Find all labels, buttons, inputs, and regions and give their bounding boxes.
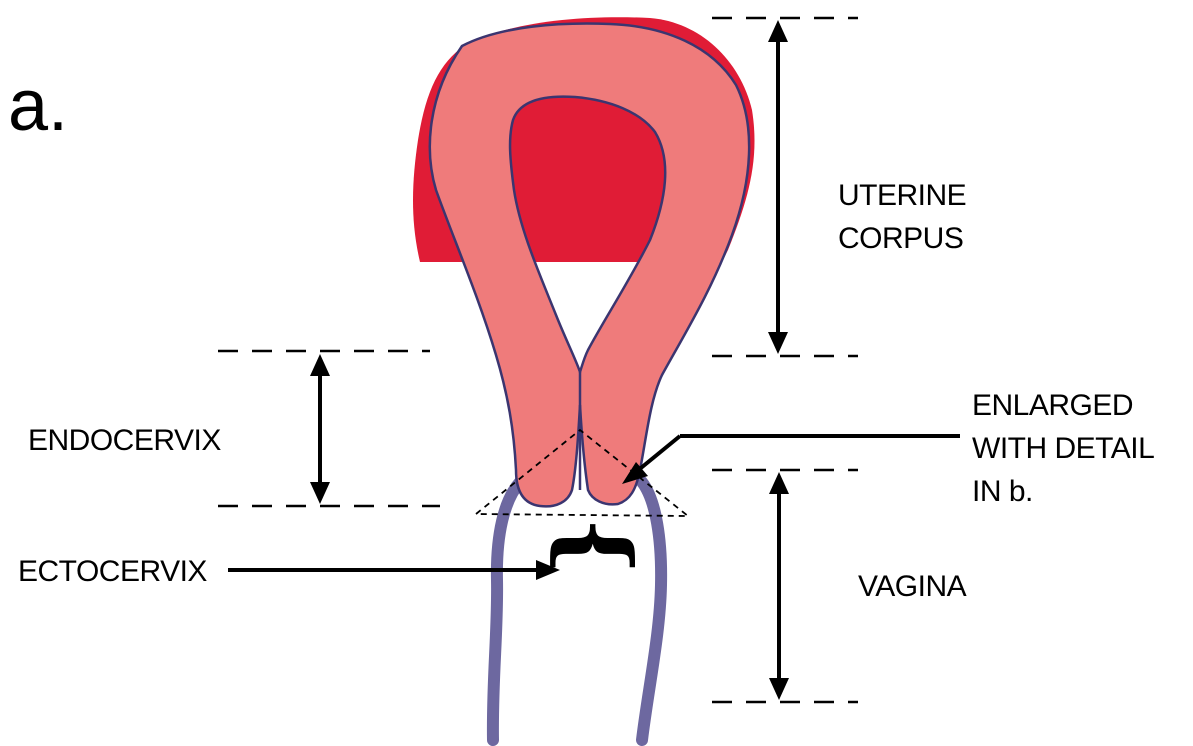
label-corpus-line2: CORPUS: [838, 222, 963, 255]
label-vagina: VAGINA: [858, 570, 967, 603]
vagina-arrowhead-top: [769, 472, 789, 494]
ectocervix-brace: {: [543, 516, 651, 575]
label-enlarged-line1: ENLARGED: [972, 389, 1133, 422]
vagina-left-wall: [493, 482, 520, 740]
vagina-arrowhead-bottom: [769, 678, 789, 700]
label-ectocervix: ECTOCERVIX: [18, 555, 207, 588]
label-uterine-line1: UTERINE: [838, 179, 966, 212]
panel-label: a.: [8, 66, 68, 146]
uterus-body: [430, 24, 749, 507]
label-enlarged-line3: IN b.: [972, 475, 1033, 508]
corpus-arrowhead-bottom: [768, 332, 788, 354]
label-enlarged-line2: WITH DETAIL: [972, 432, 1154, 465]
label-endocervix: ENDOCERVIX: [28, 424, 221, 457]
corpus-arrowhead-top: [768, 20, 788, 42]
endocervix-arrowhead-top: [310, 354, 330, 376]
endocervix-arrowhead-bottom: [310, 482, 330, 504]
